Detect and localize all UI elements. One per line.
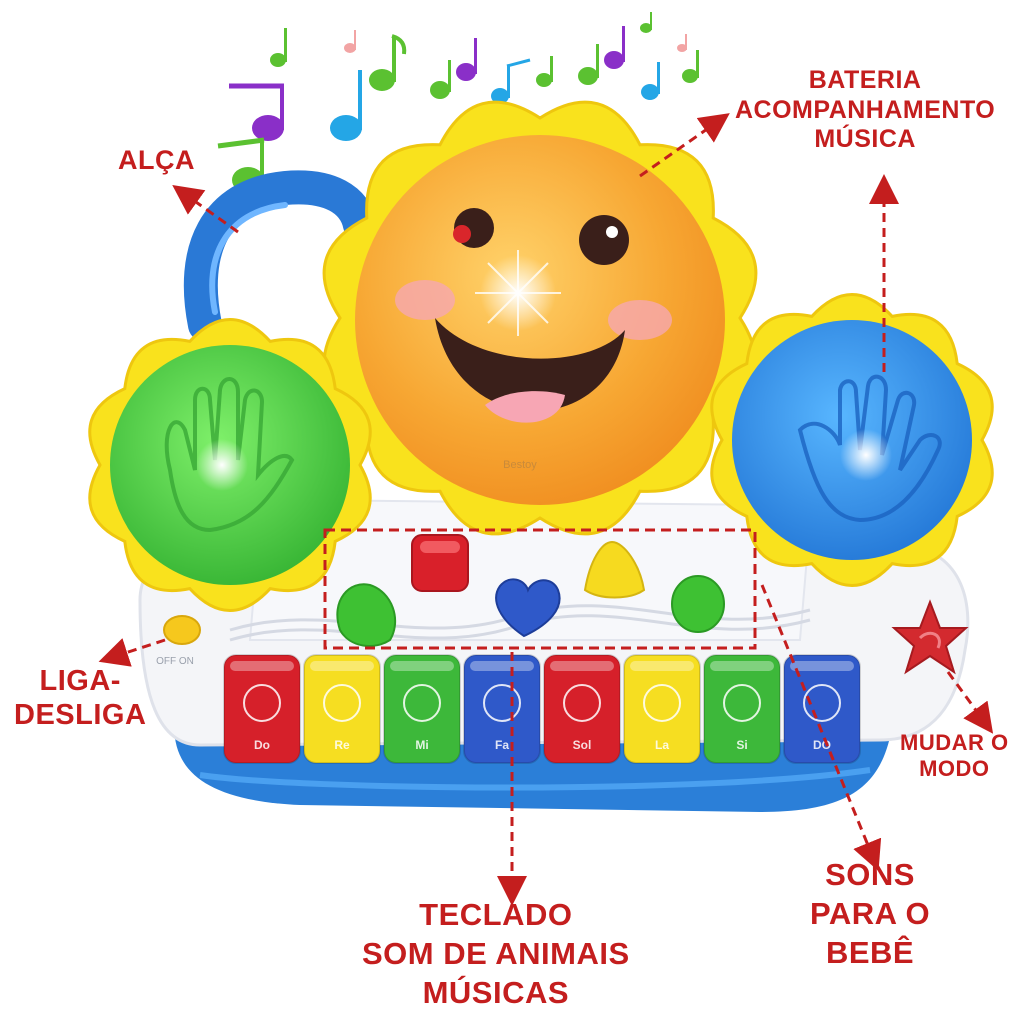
music-note-icon [229, 83, 284, 141]
red-square-button[interactable] [411, 534, 469, 592]
label-handle: ALÇA [118, 145, 195, 175]
label-keyboard: TECLADO SOM DE ANIMAIS MÚSICAS [362, 897, 630, 1010]
mode-star-button[interactable] [891, 599, 969, 675]
piano-key-mi[interactable]: Mi [383, 654, 461, 764]
green-round-button[interactable] [671, 575, 725, 633]
music-note-icon [677, 34, 687, 52]
music-note-icon [270, 28, 287, 67]
piano-key-sol[interactable]: Sol [543, 654, 621, 764]
music-note-icon [641, 62, 660, 100]
piano-key-re[interactable]: Re [303, 654, 381, 764]
music-note-icon [604, 26, 625, 69]
bee-icon [323, 684, 361, 722]
music-note-icon [344, 30, 356, 53]
label-power: LIGA- DESLIGA [14, 665, 147, 732]
right-drum[interactable] [710, 293, 994, 587]
key-note-label: Sol [573, 738, 592, 752]
music-note-icon [640, 12, 652, 33]
hand-print-icon [797, 374, 942, 523]
label-mode: MUDAR O MODO [900, 730, 1009, 781]
music-note-icon [430, 60, 451, 99]
blue-heart-button[interactable] [495, 578, 561, 638]
music-note-icon [369, 34, 407, 91]
frog-icon [563, 684, 601, 722]
piano-key-fa[interactable]: Fa [463, 654, 541, 764]
hand-print-icon [164, 377, 295, 533]
key-note-label: Si [736, 738, 747, 752]
piano-key-do[interactable]: Do [223, 654, 301, 764]
elephant-icon [803, 684, 841, 722]
music-note-icon [578, 44, 599, 85]
music-notes-decoration [217, 12, 699, 193]
cow-icon [483, 684, 521, 722]
center-drum[interactable]: Bestoy [322, 100, 758, 536]
key-note-label: La [655, 738, 669, 752]
handle[interactable] [183, 170, 377, 342]
piano-key-la[interactable]: La [623, 654, 701, 764]
power-switch[interactable]: OFF ON [156, 615, 201, 667]
piano-key-si[interactable]: Si [703, 654, 781, 764]
piano-key-do[interactable]: DO [783, 654, 861, 764]
music-note-icon [491, 58, 531, 104]
key-note-label: Fa [495, 738, 509, 752]
key-note-label: Do [254, 738, 270, 752]
music-note-icon [536, 56, 553, 87]
brand-logo: Bestoy [503, 459, 537, 471]
yellow-triangle-button[interactable] [583, 540, 646, 599]
sheep-icon [243, 684, 281, 722]
label-baby-sounds: SONS PARA O BEBÊ [810, 857, 931, 970]
duck-icon [403, 684, 441, 722]
baby-sound-buttons [336, 534, 725, 647]
music-note-icon [682, 50, 699, 83]
label-drums: BATERIA ACOMPANHAMENTO MÚSICA [735, 66, 996, 153]
key-note-label: Mi [415, 738, 428, 752]
monkey-icon [643, 684, 681, 722]
annotation-arrows [98, 113, 994, 906]
bird-icon [723, 684, 761, 722]
switch-label: OFF ON [156, 656, 194, 667]
green-triangle-button[interactable] [336, 583, 397, 647]
music-note-icon [456, 38, 477, 81]
key-note-label: Re [334, 738, 350, 752]
left-drum[interactable] [88, 318, 372, 612]
music-note-icon [330, 70, 362, 141]
